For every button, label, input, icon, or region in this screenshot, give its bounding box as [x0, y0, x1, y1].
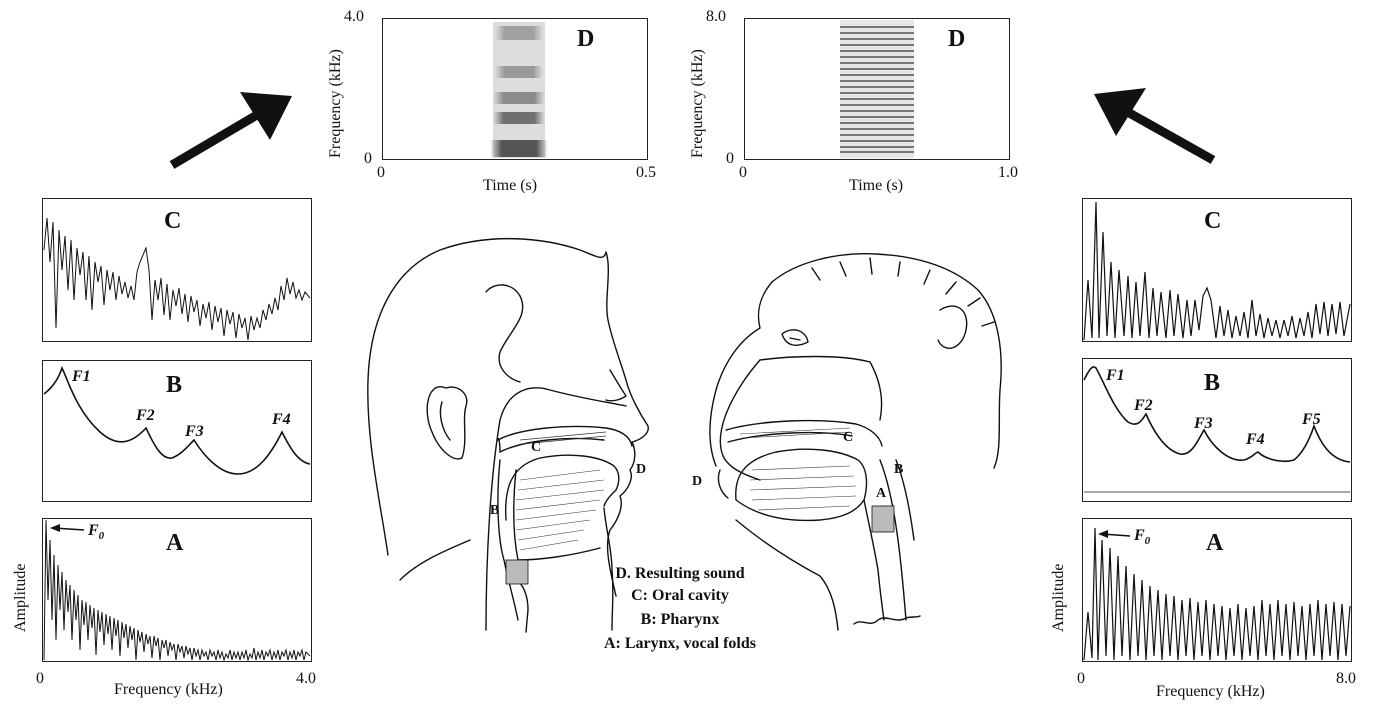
- legend-line-a: A: Larynx, vocal folds: [560, 635, 800, 653]
- legend-line-c: C: Oral cavity: [560, 587, 800, 605]
- monkey-part-b: B: [894, 462, 903, 478]
- legend-line-d: D. Resulting sound: [560, 565, 800, 583]
- legend-line-b: B: Pharynx: [560, 611, 800, 629]
- monkey-part-a: A: [876, 486, 886, 502]
- monkey-part-d: D: [692, 474, 702, 490]
- monkey-part-c: C: [843, 430, 853, 446]
